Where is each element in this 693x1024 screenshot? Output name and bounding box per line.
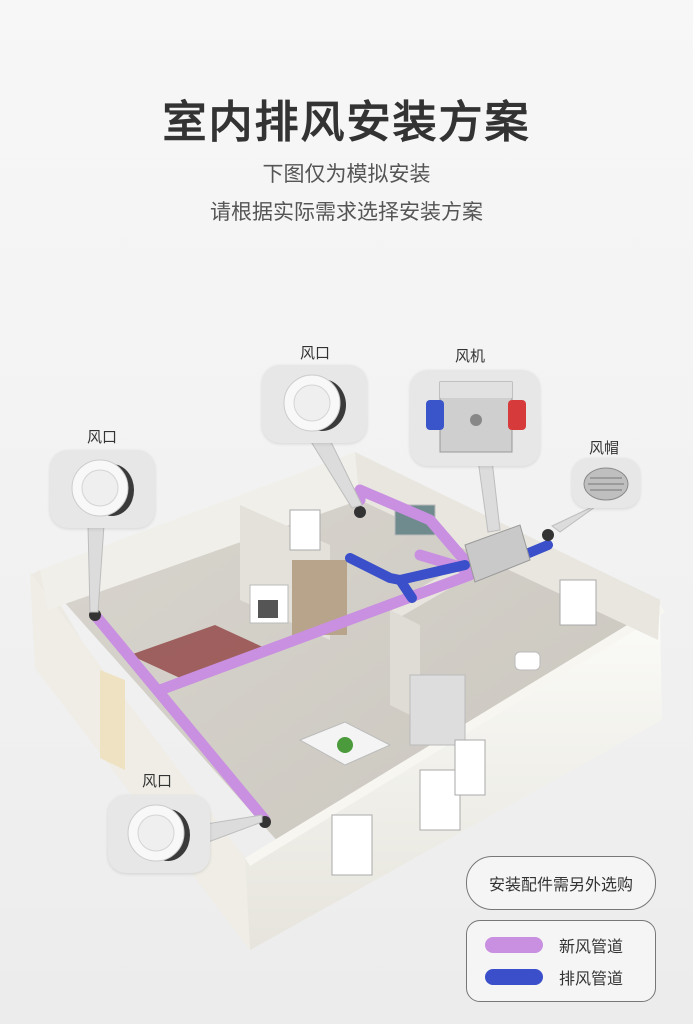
front-window-1 <box>331 814 373 876</box>
front-window-2 <box>419 769 461 831</box>
back-window <box>289 509 321 551</box>
vent-top-label: 风口 <box>299 344 330 362</box>
bathroom-window <box>559 579 597 626</box>
cabinet <box>409 674 466 746</box>
legend-label: 新风管道 <box>559 937 624 956</box>
page-subtitle-2: 请根据实际需求选择安装方案 <box>210 200 483 224</box>
legend-label: 排风管道 <box>559 969 624 988</box>
vent-icon <box>127 804 190 862</box>
vent-left-bubble <box>50 450 155 528</box>
fireplace-opening <box>258 600 278 618</box>
accessory-note: 安装配件需另外选购 <box>466 856 656 910</box>
front-window-3 <box>454 739 486 796</box>
rug <box>130 625 265 678</box>
vent-top-bubble <box>262 365 367 443</box>
vent-icon <box>71 459 134 517</box>
vent-bottom-label: 风口 <box>141 772 172 790</box>
hood-bubble <box>572 458 640 508</box>
page-title: 室内排风安装方案 <box>162 97 531 148</box>
legend-swatch-fresh-air <box>485 937 543 953</box>
fan-bubble <box>410 370 540 466</box>
fan-label: 风机 <box>454 347 485 365</box>
door <box>100 670 125 770</box>
legend: 新风管道 排风管道 <box>466 920 656 1002</box>
hood-icon <box>583 467 629 501</box>
legend-item-fresh-air: 新风管道 <box>485 933 623 957</box>
duct-end-top <box>354 506 366 518</box>
fan-unit-icon <box>426 381 526 453</box>
page-subtitle-1: 下图仅为模拟安装 <box>262 162 431 186</box>
duct-end-hood <box>542 529 554 541</box>
vent-bottom-bubble <box>108 795 210 873</box>
vent-icon <box>283 374 346 432</box>
house-illustration <box>30 439 665 950</box>
house-back-wall <box>40 452 360 610</box>
legend-item-exhaust: 排风管道 <box>485 965 623 989</box>
fan-unit-in-house <box>464 524 531 583</box>
hood-label: 风帽 <box>588 439 619 457</box>
toilet <box>514 651 541 671</box>
plant <box>337 737 353 753</box>
legend-swatch-exhaust <box>485 969 543 985</box>
vent-left-label: 风口 <box>86 428 117 446</box>
